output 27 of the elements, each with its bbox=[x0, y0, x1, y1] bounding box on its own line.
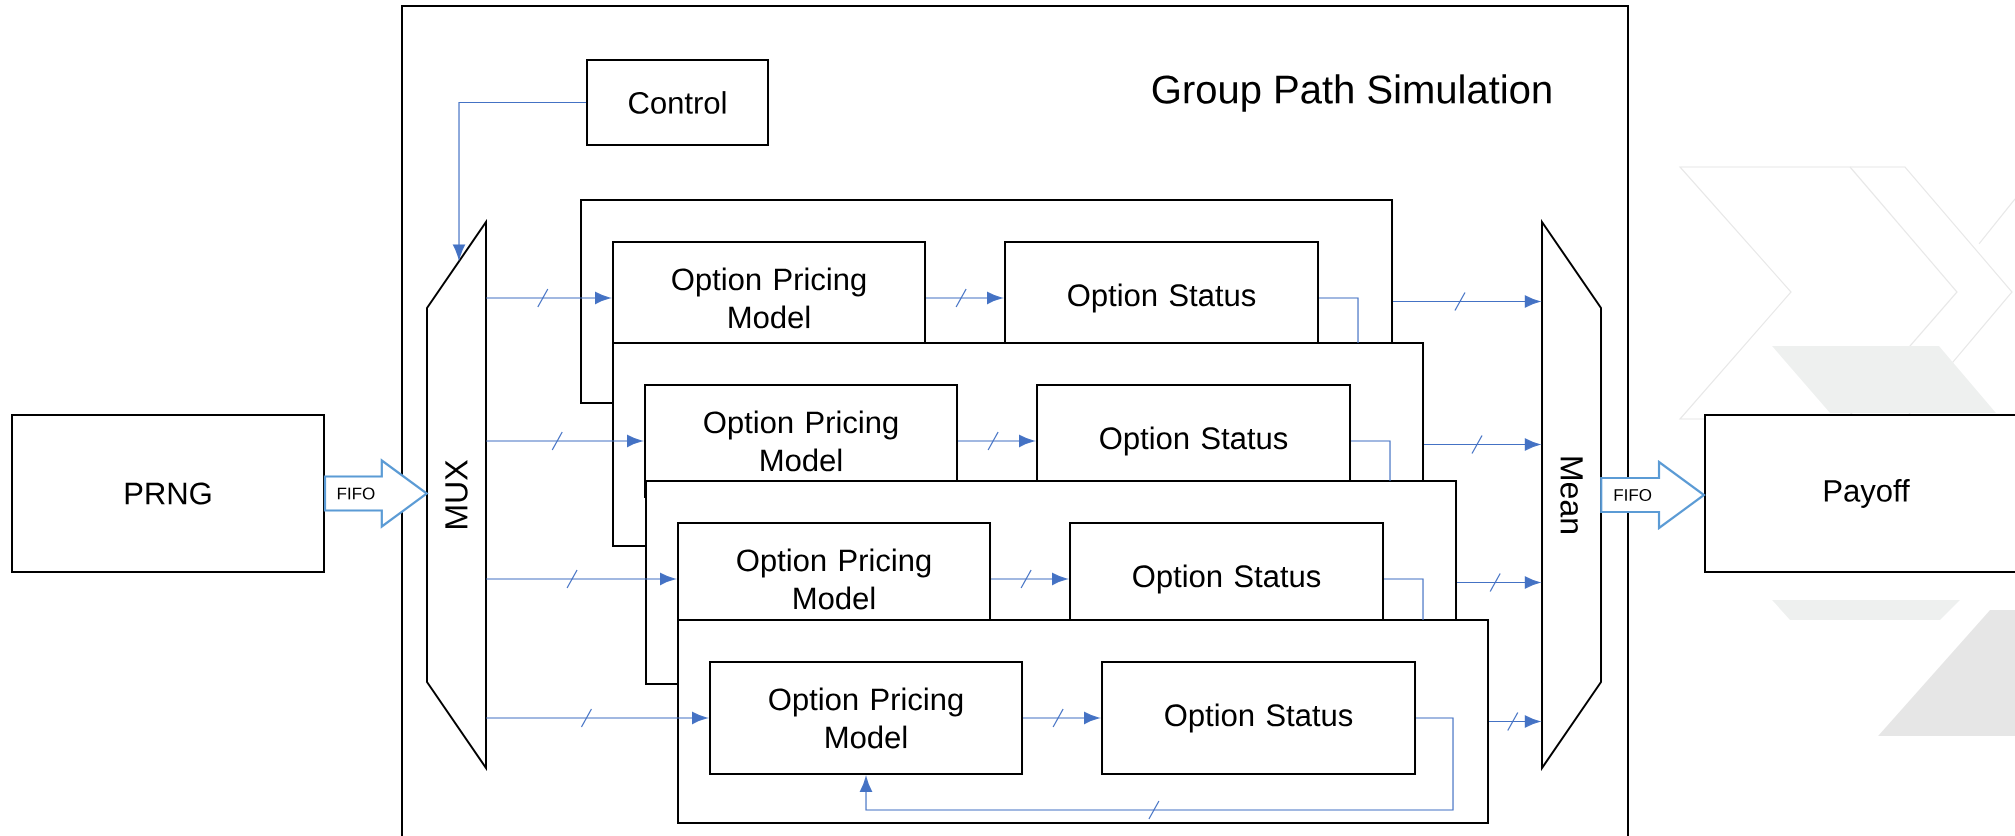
frame-title: Group Path Simulation bbox=[1152, 74, 1551, 112]
process-box: Option Status bbox=[1004, 241, 1319, 355]
connector-line bbox=[1350, 440, 1391, 482]
edge-label: FIFO bbox=[335, 486, 377, 501]
arrow bbox=[452, 101, 587, 260]
process-box: Payoff bbox=[1704, 414, 2015, 573]
process-box: Option Pricing Model bbox=[709, 661, 1023, 775]
arrow bbox=[1022, 708, 1100, 728]
arrow bbox=[859, 717, 1454, 820]
arrow bbox=[485, 708, 708, 728]
arrow bbox=[990, 569, 1068, 589]
arrow bbox=[1488, 711, 1540, 732]
arrow bbox=[1423, 434, 1540, 455]
process-box: Control bbox=[586, 59, 769, 146]
arrow bbox=[485, 569, 676, 589]
connector-line bbox=[1318, 297, 1359, 344]
arrow bbox=[485, 288, 611, 308]
arrow bbox=[485, 431, 643, 451]
arrow bbox=[957, 431, 1035, 451]
process-box: Option Pricing Model bbox=[612, 241, 926, 355]
arrow bbox=[1456, 572, 1540, 593]
connector-line bbox=[1383, 578, 1424, 621]
arrow bbox=[1392, 291, 1540, 312]
arrow bbox=[925, 288, 1003, 308]
process-box: Option Status bbox=[1101, 661, 1416, 775]
mux-trapezoid: MUX bbox=[426, 218, 487, 772]
process-box: PRNG bbox=[11, 414, 325, 573]
